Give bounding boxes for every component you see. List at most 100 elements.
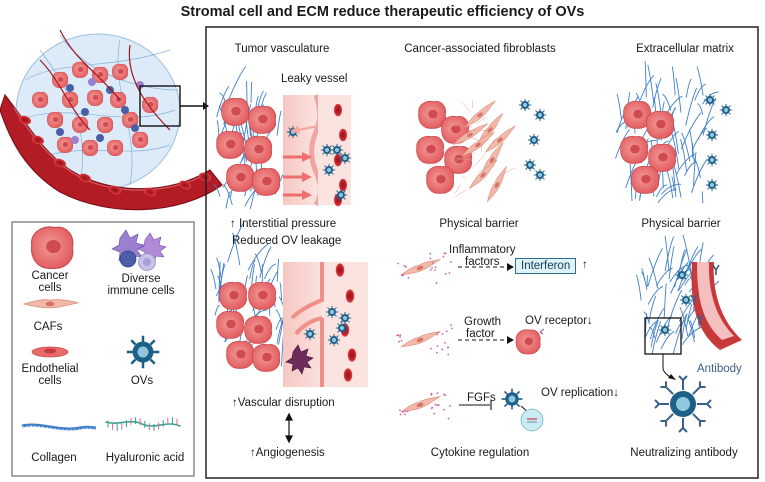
cytokine-dot	[429, 257, 432, 260]
cancer-cell-shape	[226, 340, 255, 369]
cytokine-dot	[436, 345, 439, 348]
growth-label-1: Growth	[464, 316, 502, 328]
collagen-fiber	[660, 330, 675, 350]
red-blood-cell	[347, 348, 357, 362]
collagen-fiber	[681, 326, 703, 345]
inflammatory-label-1: Inflammatory	[449, 244, 516, 256]
cytokine-dot	[399, 336, 401, 338]
immune-cell	[96, 134, 104, 142]
caf-fiber	[480, 140, 483, 152]
collagen-fiber	[276, 110, 282, 136]
cancer-cell-shape	[219, 281, 248, 310]
cancer-cell-shape	[252, 167, 281, 196]
physical-barrier-caf: Physical barrier	[439, 218, 519, 230]
collagen-fiber	[244, 275, 249, 287]
cytokine-dot	[444, 272, 447, 275]
legend-immune-2: immune cells	[107, 285, 175, 297]
caf-fiber	[471, 100, 474, 109]
cancer-cell-shape	[46, 111, 64, 129]
caf-fiber	[475, 116, 488, 125]
collagen-fiber	[656, 267, 673, 287]
antibody-shape	[690, 294, 698, 305]
antibody-shape	[712, 264, 720, 275]
cancer-cell-shape	[31, 91, 49, 109]
cancer-cell-shape	[248, 105, 277, 134]
up-arrow-icon: ↑	[250, 447, 256, 459]
legend-cafs: CAFs	[33, 321, 63, 333]
immune-cell	[88, 78, 96, 86]
interstitial-pressure-label: ↑ Interstitial pressure	[230, 218, 337, 230]
collagen-fiber	[666, 169, 674, 199]
collagen-fiber	[648, 257, 659, 289]
red-blood-cell	[345, 289, 355, 303]
legend-immune-1: Diverse	[121, 273, 161, 285]
collagen-fiber	[681, 132, 691, 162]
red-blood-cell	[343, 368, 353, 382]
ov-particle	[658, 323, 672, 337]
collagen-fiber	[664, 235, 670, 271]
cytokine-dot	[434, 269, 436, 271]
ov-particle	[679, 293, 693, 307]
cancer-cell-shape	[111, 63, 129, 81]
legend-ovs: OVs	[130, 375, 154, 387]
caf-fiber	[489, 139, 495, 149]
ov-particle	[523, 158, 537, 172]
collagen-fiber	[671, 132, 680, 170]
collagen-fiber	[616, 93, 622, 120]
cancer-cell-shape	[109, 91, 127, 109]
collagen-fiber	[213, 184, 221, 198]
caf-fiber	[455, 151, 476, 162]
ov-particle	[322, 163, 336, 177]
collagen-fiber	[689, 320, 696, 338]
cytokine-dot	[430, 407, 433, 409]
caf-top	[416, 98, 547, 204]
cancer-cell-shape	[631, 165, 660, 194]
collagen-fiber	[697, 103, 704, 115]
neutralizing-antibody-label: Neutralizing antibody	[630, 447, 738, 459]
collagen-fiber	[655, 184, 668, 198]
legend-frame	[11, 221, 195, 477]
legend-icons	[21, 226, 181, 431]
cytokine-dot	[430, 347, 432, 350]
legend-cancer-2: cells	[38, 282, 62, 294]
collagen-fiber	[691, 127, 708, 151]
cytokine-dot	[447, 346, 450, 349]
collagen-fiber	[672, 314, 687, 355]
antibody-shape	[692, 413, 706, 427]
red-blood-cell	[335, 263, 345, 277]
caf-fiber	[455, 189, 466, 198]
antibody-shape	[660, 381, 674, 395]
cytokine-dot	[443, 408, 445, 411]
immune-cell	[81, 108, 89, 116]
cytokine-dot	[402, 411, 404, 413]
collagen-fiber	[644, 61, 647, 98]
cancer-cell-shape	[620, 135, 649, 164]
ov-particle	[338, 151, 352, 165]
cytokine-dot	[444, 252, 447, 255]
cytokine-dot	[429, 252, 432, 255]
collagen-fiber	[227, 222, 245, 263]
caf-fiber	[462, 175, 466, 179]
cytokine-dot	[450, 327, 453, 330]
interferon-up-arrow-icon: ↑	[582, 259, 588, 271]
cancer-cell-shape	[131, 131, 149, 149]
cytokine-dot	[436, 392, 439, 395]
collagen-fiber	[651, 321, 662, 355]
cytokine-dot	[436, 404, 439, 407]
collagen-fiber	[664, 236, 675, 272]
immune-cell	[66, 84, 74, 92]
cytokine-dot	[437, 331, 440, 334]
collagen-fiber	[662, 93, 672, 111]
cytokine-dot	[435, 282, 438, 284]
collagen-fiber	[647, 285, 664, 305]
ecm-top	[615, 61, 733, 204]
cytokine-dot	[404, 413, 406, 416]
collagen-fiber	[691, 159, 708, 193]
cytokine-dot	[442, 255, 445, 258]
caf-fiber	[454, 158, 471, 161]
collagen-fiber	[675, 321, 685, 334]
cytokine-dot	[449, 405, 451, 407]
collagen-fiber	[648, 326, 656, 339]
red-blood-cell	[338, 128, 348, 142]
